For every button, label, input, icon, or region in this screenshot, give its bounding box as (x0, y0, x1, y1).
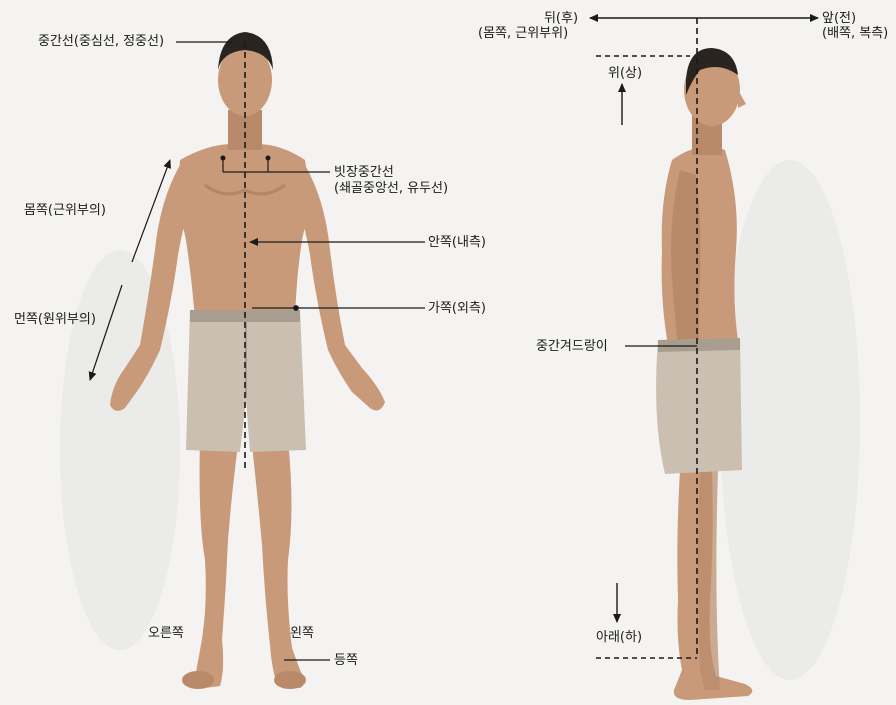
superior-label: 위(상) (608, 66, 642, 81)
medial-label: 안쪽(내측) (428, 235, 486, 250)
inferior-label: 아래(하) (596, 630, 642, 645)
midclavicular-label-line1: 빗장중간선 (334, 165, 394, 180)
distal-label: 먼쪽(원위부의) (14, 312, 96, 327)
posterior-label-line2: (몸쪽, 근위부위) (478, 26, 568, 41)
right-side-label: 오른쪽 (148, 626, 184, 641)
midclavicular-dot-right (266, 156, 270, 160)
anterior-label-line2: (배쪽, 복측) (822, 26, 888, 41)
proximal-label: 몸쪽(근위부의) (24, 203, 106, 218)
lateral-dot (294, 306, 299, 311)
lateral-label: 가쪽(외측) (428, 301, 486, 316)
left-side-label: 왼쪽 (290, 626, 314, 641)
midclavicular-label-line2: (쇄골중앙선, 유두선) (334, 181, 448, 196)
dorsum-label: 등쪽 (334, 653, 358, 668)
midclavicular-dot-left (221, 156, 225, 160)
midline-label: 중간선(중심선, 정중선) (38, 34, 164, 49)
side-view-figure (656, 48, 752, 700)
midaxillary-label: 중간겨드랑이 (536, 339, 608, 354)
anterior-label-line1: 앞(전) (822, 11, 856, 26)
posterior-label-line1: 뒤(후) (536, 11, 586, 26)
